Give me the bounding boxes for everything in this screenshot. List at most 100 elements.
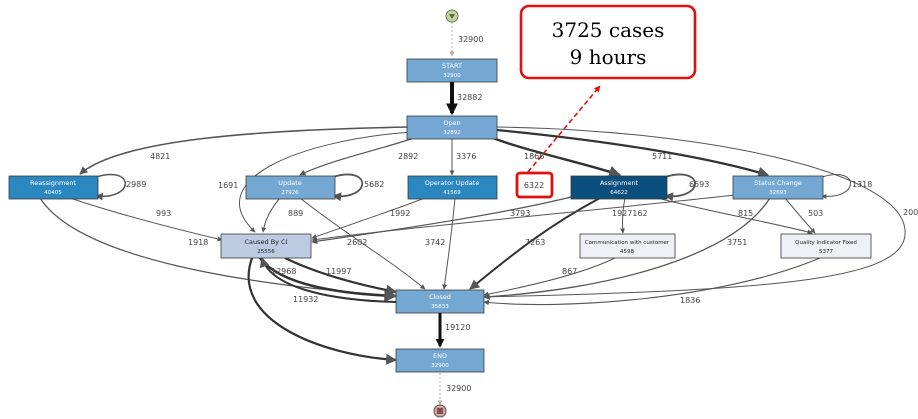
edge-status-caused bbox=[311, 194, 736, 242]
callout-box: 3725 cases 9 hours bbox=[519, 4, 697, 80]
node-assignment-count: 64622 bbox=[610, 190, 628, 196]
edge-caused-closed-a bbox=[258, 257, 398, 303]
edge-label-reassign-closed: 1918 bbox=[188, 238, 208, 247]
edge-label-reassign-caused: 993 bbox=[156, 209, 171, 218]
edge-label-open-caused: 1691 bbox=[218, 181, 238, 190]
edge-label-operator-closed: 3742 bbox=[425, 238, 445, 247]
node-end-count: 32900 bbox=[431, 363, 449, 369]
edge-label-open-update: 2892 bbox=[398, 152, 418, 161]
edge-open-status bbox=[496, 128, 770, 178]
edge-status-closed bbox=[483, 197, 771, 300]
edge-status-loop bbox=[821, 174, 851, 199]
edges bbox=[39, 22, 906, 406]
edge-label-quality-closed: 1836 bbox=[680, 296, 700, 305]
edge-open-reassignment bbox=[79, 126, 411, 175]
node-operator-update[interactable]: Operator Update 41569 bbox=[407, 175, 498, 200]
node-end[interactable]: END 32900 bbox=[395, 348, 485, 373]
node-quality-indicator[interactable]: Quality Indicator Fixed 5377 bbox=[780, 233, 872, 259]
node-update-name: Update bbox=[278, 179, 302, 187]
edge-caused-closed-b bbox=[284, 257, 398, 296]
node-closed-name: Closed bbox=[429, 293, 451, 301]
node-communication-name: Communication with customer bbox=[585, 240, 670, 246]
node-caused-by-ci-name: Caused By CI bbox=[244, 238, 287, 246]
edge-label-update-loop: 5682 bbox=[364, 180, 384, 189]
node-assignment-name: Assignment bbox=[600, 179, 639, 187]
edge-label-status-closed: 3751 bbox=[727, 238, 747, 247]
edge-assignment-loop bbox=[664, 173, 696, 202]
node-status-change[interactable]: Status Change 32693 bbox=[732, 175, 824, 200]
node-quality-indicator-count: 5377 bbox=[819, 249, 833, 255]
edge-update-caused bbox=[261, 197, 281, 233]
edge-operator-closed bbox=[442, 197, 456, 290]
node-start-count: 32900 bbox=[443, 73, 461, 79]
node-reassignment[interactable]: Reassignment 40405 bbox=[8, 175, 99, 200]
node-closed[interactable]: Closed 35833 bbox=[395, 289, 485, 314]
edge-label-caused-end: 11932 bbox=[293, 295, 318, 304]
node-caused-by-ci-count: 25556 bbox=[257, 249, 275, 255]
highlight-box: 6322 bbox=[515, 171, 554, 199]
edge-label-update-caused: 889 bbox=[288, 209, 303, 218]
edge-label-assignment-closed: 7263 bbox=[525, 238, 545, 247]
edge-operator-caused bbox=[311, 197, 426, 239]
edge-label-open-status: 5711 bbox=[652, 152, 672, 161]
node-quality-indicator-name: Quality Indicator Fixed bbox=[795, 240, 857, 246]
end-marker bbox=[433, 404, 447, 418]
node-status-change-name: Status Change bbox=[754, 179, 802, 187]
callout-arrow bbox=[527, 85, 601, 173]
node-closed-count: 35833 bbox=[431, 304, 449, 310]
node-reassignment-count: 40405 bbox=[44, 190, 62, 196]
edge-label-operator-caused: 1992 bbox=[390, 209, 410, 218]
node-caused-by-ci[interactable]: Caused By CI 25556 bbox=[220, 233, 312, 259]
edge-assignment-closed bbox=[469, 197, 601, 290]
node-update[interactable]: Update 27926 bbox=[245, 175, 336, 200]
edge-label-assignment-comm: 1927162 bbox=[612, 209, 648, 218]
node-assignment[interactable]: Assignment 64622 bbox=[570, 175, 668, 200]
edge-reassign-caused bbox=[69, 197, 223, 242]
edge-open-closed bbox=[483, 126, 906, 300]
edge-label-assignment-loop: 6593 bbox=[689, 180, 709, 189]
edge-quality-closed bbox=[483, 257, 821, 306]
node-status-change-count: 32693 bbox=[769, 190, 787, 196]
edge-label-open-assignment: 1866 bbox=[524, 152, 544, 161]
node-open-count: 32892 bbox=[443, 130, 461, 136]
edge-label-caused-closed-a: 12968 bbox=[271, 267, 296, 276]
edge-label-start-open: 32882 bbox=[457, 93, 482, 102]
highlight-label: 6322 bbox=[524, 181, 544, 190]
start-marker bbox=[445, 9, 459, 23]
start-marker-count: 32900 bbox=[458, 35, 483, 44]
node-open-name: Open bbox=[443, 119, 460, 127]
node-update-count: 27926 bbox=[281, 190, 299, 196]
edge-status-quality bbox=[784, 197, 816, 234]
edge-label-open-operator: 3376 bbox=[456, 152, 476, 161]
edge-reassign-loop bbox=[95, 173, 126, 201]
edge-label-caused-closed-b: 11997 bbox=[326, 267, 351, 276]
node-communication[interactable]: Communication with customer 4598 bbox=[579, 233, 676, 259]
edge-open-caused bbox=[239, 131, 413, 233]
node-end-name: END bbox=[433, 352, 447, 360]
edge-open-assignment bbox=[489, 135, 622, 178]
edge-label-open-reassignment: 4821 bbox=[150, 152, 170, 161]
node-open[interactable]: Open 32892 bbox=[406, 115, 498, 140]
callout-line2: 9 hours bbox=[570, 45, 647, 69]
node-start-name: START bbox=[442, 62, 462, 70]
end-marker-count: 32900 bbox=[446, 384, 471, 393]
edge-open-update bbox=[299, 135, 421, 176]
edge-assignment-caused bbox=[311, 195, 576, 245]
node-start[interactable]: START 32900 bbox=[406, 58, 498, 83]
edge-assignment-comm bbox=[620, 197, 626, 234]
edge-update-loop bbox=[332, 173, 363, 202]
edge-label-assignment-caused: 3793 bbox=[510, 209, 530, 218]
edge-reassign-closed bbox=[39, 197, 397, 299]
edge-label-open-closed: 200 bbox=[903, 208, 918, 217]
edge-assignment-quality bbox=[649, 195, 813, 235]
node-operator-update-name: Operator Update bbox=[425, 179, 480, 187]
node-operator-update-count: 41569 bbox=[443, 190, 461, 196]
node-reassignment-name: Reassignment bbox=[30, 179, 76, 187]
callout-line1: 3725 cases bbox=[552, 18, 665, 42]
node-communication-count: 4598 bbox=[620, 249, 634, 255]
edge-label-update-closed: 2602 bbox=[347, 238, 367, 247]
edge-comm-closed bbox=[483, 257, 616, 297]
edge-label-assignment-quality: 815 bbox=[738, 209, 753, 218]
edge-labels: 32882 4821 1691 2892 3376 1866 5711 200 … bbox=[126, 93, 918, 332]
